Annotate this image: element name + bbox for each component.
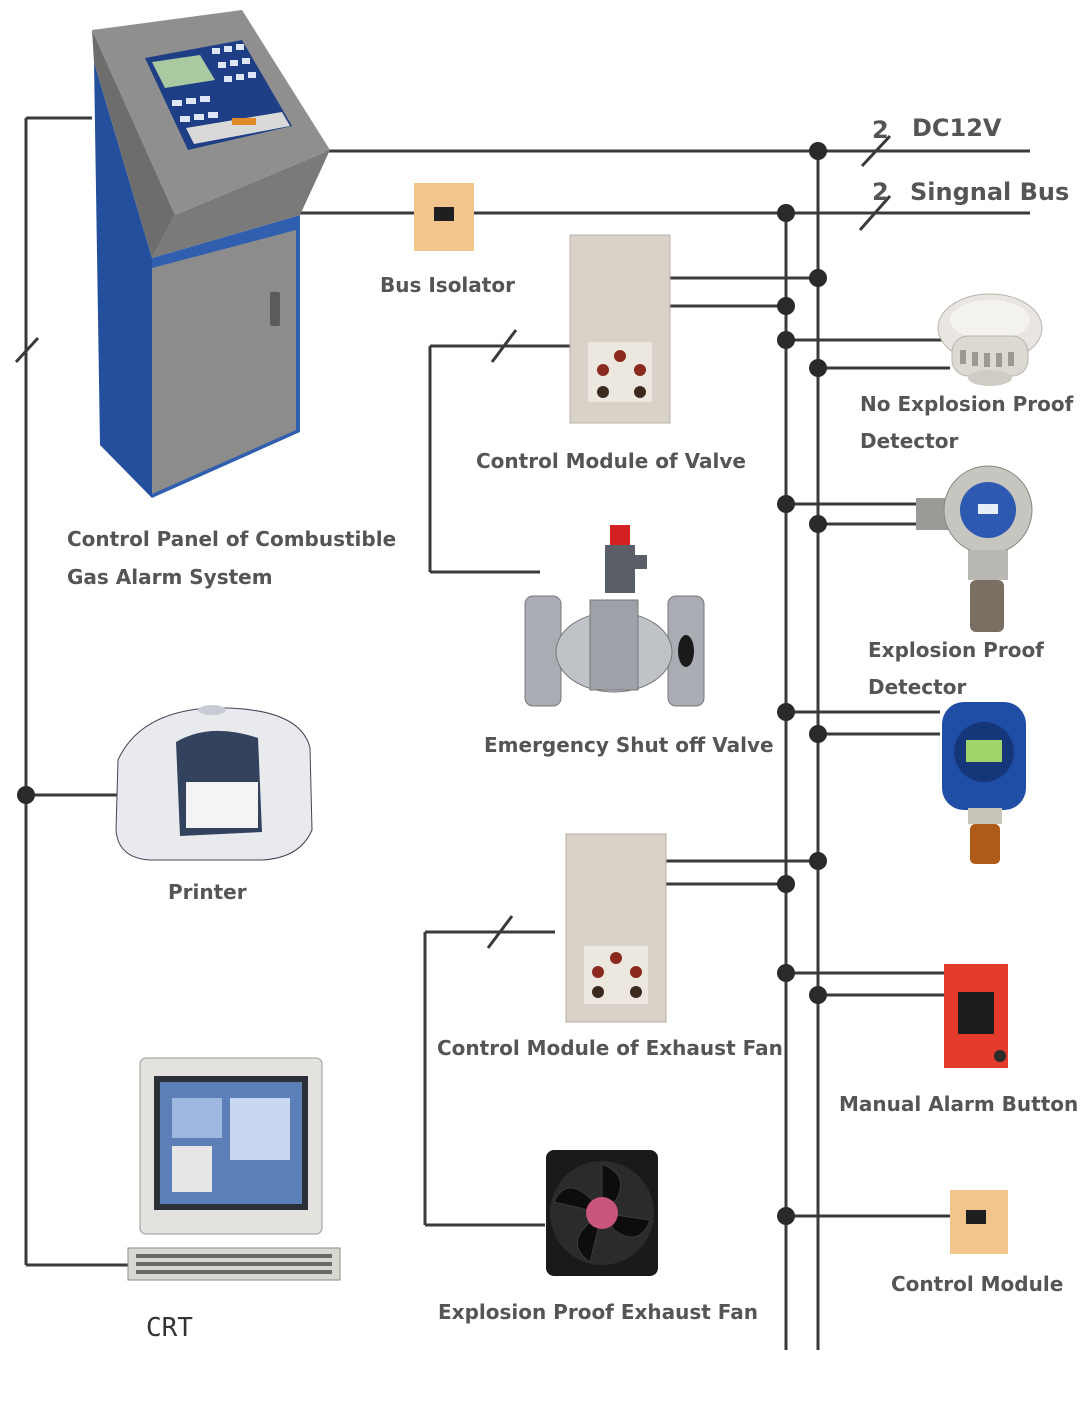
blue-detector-icon bbox=[942, 702, 1026, 864]
signal-count-label: 2 bbox=[872, 178, 889, 206]
control-module-icon bbox=[950, 1190, 1008, 1254]
crt-label: CRT bbox=[146, 1313, 193, 1343]
junction-dots bbox=[17, 142, 827, 1225]
control-panel-icon bbox=[92, 10, 330, 498]
exhaust-fan-label: Explosion Proof Exhaust Fan bbox=[438, 1300, 758, 1324]
printer-icon bbox=[115, 705, 313, 861]
bus-isolator-icon bbox=[414, 183, 474, 251]
fan-control-module-label: Control Module of Exhaust Fan bbox=[437, 1036, 783, 1060]
no-explosion-detector-label-line1: No Explosion Proof bbox=[860, 392, 1074, 416]
valve-control-module-icon bbox=[569, 234, 671, 424]
wiring bbox=[14, 116, 1030, 1350]
shutoff-valve-icon bbox=[524, 525, 705, 707]
bus-isolator-label: Bus Isolator bbox=[380, 273, 515, 297]
valve-control-module-label: Control Module of Valve bbox=[476, 449, 746, 473]
explosion-detector-label-line1: Explosion Proof bbox=[868, 638, 1044, 662]
control-module-label: Control Module bbox=[891, 1272, 1063, 1296]
shutoff-valve-label: Emergency Shut off Valve bbox=[484, 733, 774, 757]
signal-bus-label: Singnal Bus bbox=[910, 178, 1069, 206]
manual-alarm-button-icon bbox=[944, 964, 1008, 1068]
explosion-proof-detector-icon bbox=[916, 465, 1033, 632]
exhaust-fan-icon bbox=[546, 1150, 658, 1276]
printer-label: Printer bbox=[168, 880, 247, 904]
crt-computer-icon bbox=[127, 1057, 341, 1281]
fan-control-module-icon bbox=[565, 833, 667, 1023]
no-explosion-detector-label-line2: Detector bbox=[860, 429, 958, 453]
explosion-detector-label-line2: Detector bbox=[868, 675, 966, 699]
manual-alarm-button-label: Manual Alarm Button bbox=[839, 1092, 1078, 1116]
dc-count-label: 2 bbox=[872, 116, 889, 144]
control-panel-label-line2: Gas Alarm System bbox=[67, 565, 273, 589]
smoke-detector-icon bbox=[937, 293, 1043, 386]
control-panel-label-line1: Control Panel of Combustible bbox=[67, 527, 396, 551]
dc12v-label: DC12V bbox=[912, 114, 1002, 142]
